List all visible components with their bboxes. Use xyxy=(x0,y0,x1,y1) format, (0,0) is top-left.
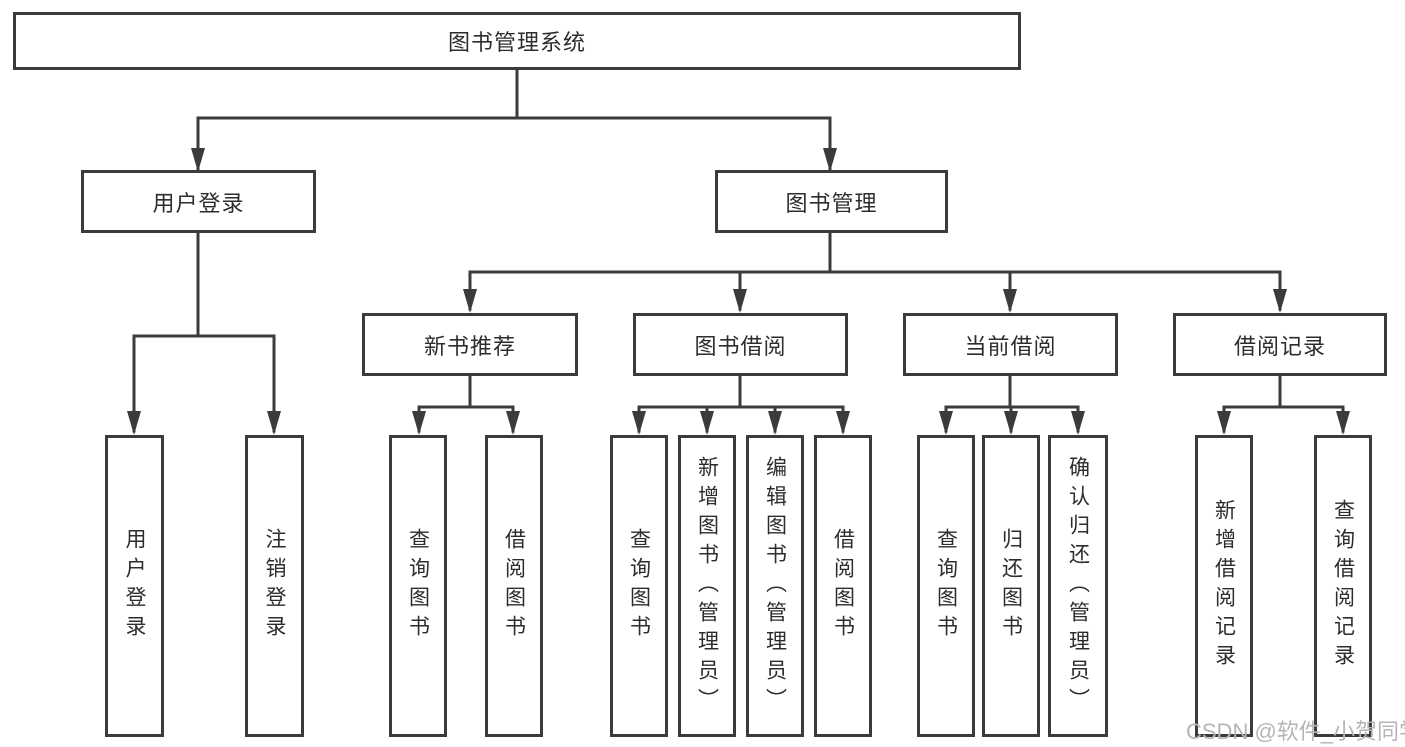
leaf-label: 查询图书 xyxy=(627,528,651,644)
leaf-logout: 注销登录 xyxy=(245,435,304,737)
leaf-label: 用户登录 xyxy=(123,528,146,644)
node-book-borrow: 图书借阅 xyxy=(633,313,848,376)
leaf-label: 查询图书 xyxy=(934,528,958,644)
node-borrow-records: 借阅记录 xyxy=(1173,313,1387,376)
leaf-label: 借阅图书 xyxy=(502,528,526,644)
leaf-br-query-record: 查询借阅记录 xyxy=(1314,435,1372,737)
arrowheads xyxy=(127,148,1350,435)
leaf-label: 新增图书（管理员） xyxy=(695,455,719,717)
leaf-br-add-record: 新增借阅记录 xyxy=(1195,435,1253,737)
node-book-management: 图书管理 xyxy=(715,170,948,233)
leaf-label: 归还图书 xyxy=(999,528,1023,644)
connector-path xyxy=(132,68,1345,433)
leaf-bb-edit-books-admin: 编辑图书（管理员） xyxy=(746,435,804,737)
csdn-watermark: CSDN @软件_小贺同学 xyxy=(1186,719,1405,744)
leaf-cb-confirm-return-admin: 确认归还（管理员） xyxy=(1048,435,1108,737)
leaf-label: 查询图书 xyxy=(406,528,430,644)
leaf-label: 注销登录 xyxy=(263,528,286,644)
leaf-label: 编辑图书（管理员） xyxy=(763,455,787,717)
leaf-label: 新增借阅记录 xyxy=(1212,499,1236,673)
leaf-label: 确认归还（管理员） xyxy=(1066,455,1090,717)
leaf-user-login: 用户登录 xyxy=(105,435,164,737)
leaf-bb-query-books: 查询图书 xyxy=(610,435,668,737)
leaf-cb-query-books: 查询图书 xyxy=(917,435,975,737)
leaf-bb-add-books-admin: 新增图书（管理员） xyxy=(678,435,736,737)
leaf-label: 查询借阅记录 xyxy=(1331,499,1355,673)
leaf-label: 借阅图书 xyxy=(831,528,855,644)
leaf-bb-borrow-books: 借阅图书 xyxy=(814,435,872,737)
leaf-nb-query-books: 查询图书 xyxy=(389,435,447,737)
node-root: 图书管理系统 xyxy=(13,12,1021,70)
node-current-borrow: 当前借阅 xyxy=(903,313,1118,376)
leaf-nb-borrow-books: 借阅图书 xyxy=(485,435,543,737)
node-new-book-recommend: 新书推荐 xyxy=(362,313,578,376)
leaf-cb-return-books: 归还图书 xyxy=(982,435,1040,737)
node-user-login: 用户登录 xyxy=(81,170,316,233)
